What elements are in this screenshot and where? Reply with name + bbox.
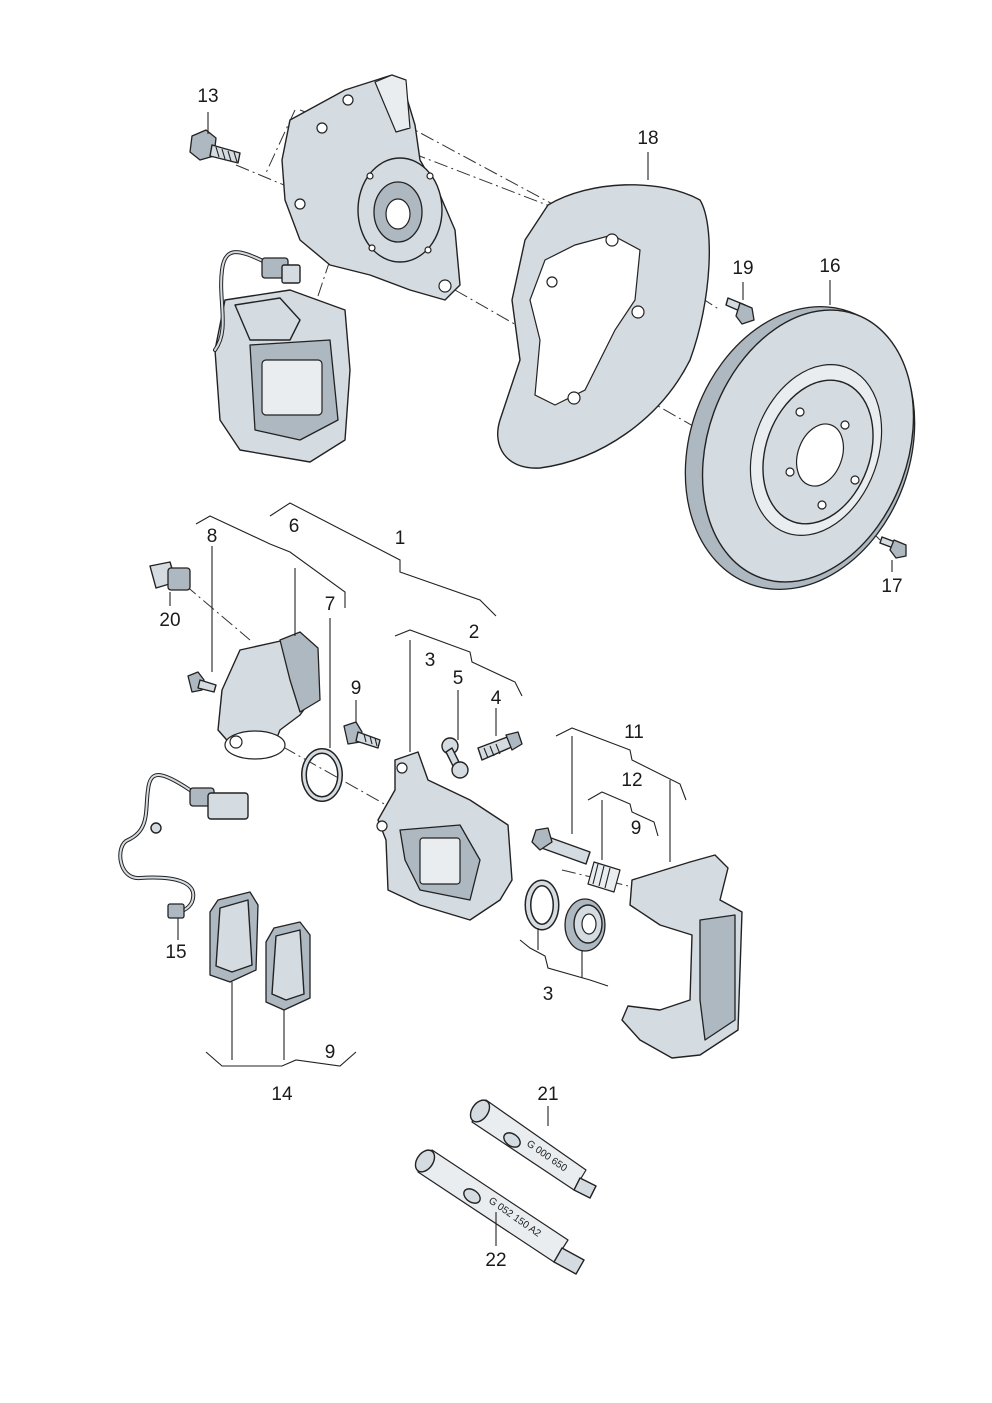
guide-boot-12[interactable] — [587, 861, 621, 893]
bleeder-valve-4[interactable] — [477, 731, 523, 761]
callout-6: 6 — [289, 516, 300, 537]
link-5[interactable] — [441, 737, 469, 779]
bolt-8[interactable] — [187, 671, 217, 693]
parking-brake-motor-6[interactable] — [217, 631, 321, 760]
callout-15: 15 — [165, 942, 186, 963]
brake-pad-right-14[interactable] — [265, 921, 311, 1011]
screw-17[interactable] — [879, 536, 907, 559]
seal-3[interactable] — [524, 879, 560, 931]
piston-3[interactable] — [564, 898, 606, 952]
callout-3-top: 3 — [425, 650, 436, 671]
callout-2: 2 — [469, 622, 480, 643]
splash-plate-18[interactable] — [497, 184, 710, 469]
bolt-9-middle[interactable] — [343, 721, 381, 749]
wear-sensor-15[interactable] — [118, 773, 249, 919]
callout-22: 22 — [485, 1250, 506, 1271]
brake-disc-16[interactable] — [647, 274, 953, 622]
callout-1: 1 — [395, 528, 406, 549]
callout-20: 20 — [159, 610, 180, 631]
caliper-assembly-top[interactable] — [213, 250, 351, 463]
guide-pin-11[interactable] — [531, 827, 591, 865]
callout-8: 8 — [207, 526, 218, 547]
leader-lines — [169, 112, 893, 1246]
brake-pad-left-14[interactable] — [209, 891, 259, 983]
callout-16: 16 — [819, 256, 840, 277]
callout-11: 11 — [624, 722, 644, 743]
bolt-13[interactable] — [189, 129, 241, 164]
callout-19: 19 — [732, 258, 753, 279]
callout-17: 17 — [881, 576, 902, 597]
grease-tube-21[interactable]: G 000 650 — [467, 1097, 597, 1199]
callout-labels: 13 18 19 16 17 1 6 8 20 7 2 3 5 9 4 11 1… — [159, 86, 902, 1271]
callout-14: 14 — [271, 1084, 293, 1105]
callout-9-middle: 9 — [351, 678, 362, 699]
screw-19[interactable] — [725, 297, 755, 325]
callout-7: 7 — [325, 594, 336, 615]
callout-9-right: 9 — [631, 818, 642, 839]
callout-9-bottom: 9 — [325, 1042, 336, 1063]
brake-carrier[interactable] — [621, 854, 743, 1059]
callout-13: 13 — [197, 86, 218, 107]
callout-5: 5 — [453, 668, 464, 689]
o-ring-7[interactable] — [301, 748, 343, 802]
callout-12: 12 — [621, 770, 642, 791]
callout-21: 21 — [537, 1084, 558, 1105]
callout-3-bottom: 3 — [543, 984, 554, 1005]
callout-4: 4 — [491, 688, 502, 709]
callout-18: 18 — [637, 128, 658, 149]
caliper-housing[interactable] — [376, 751, 513, 921]
connector-20[interactable] — [149, 561, 191, 591]
wheel-hub-knuckle[interactable] — [281, 74, 461, 301]
